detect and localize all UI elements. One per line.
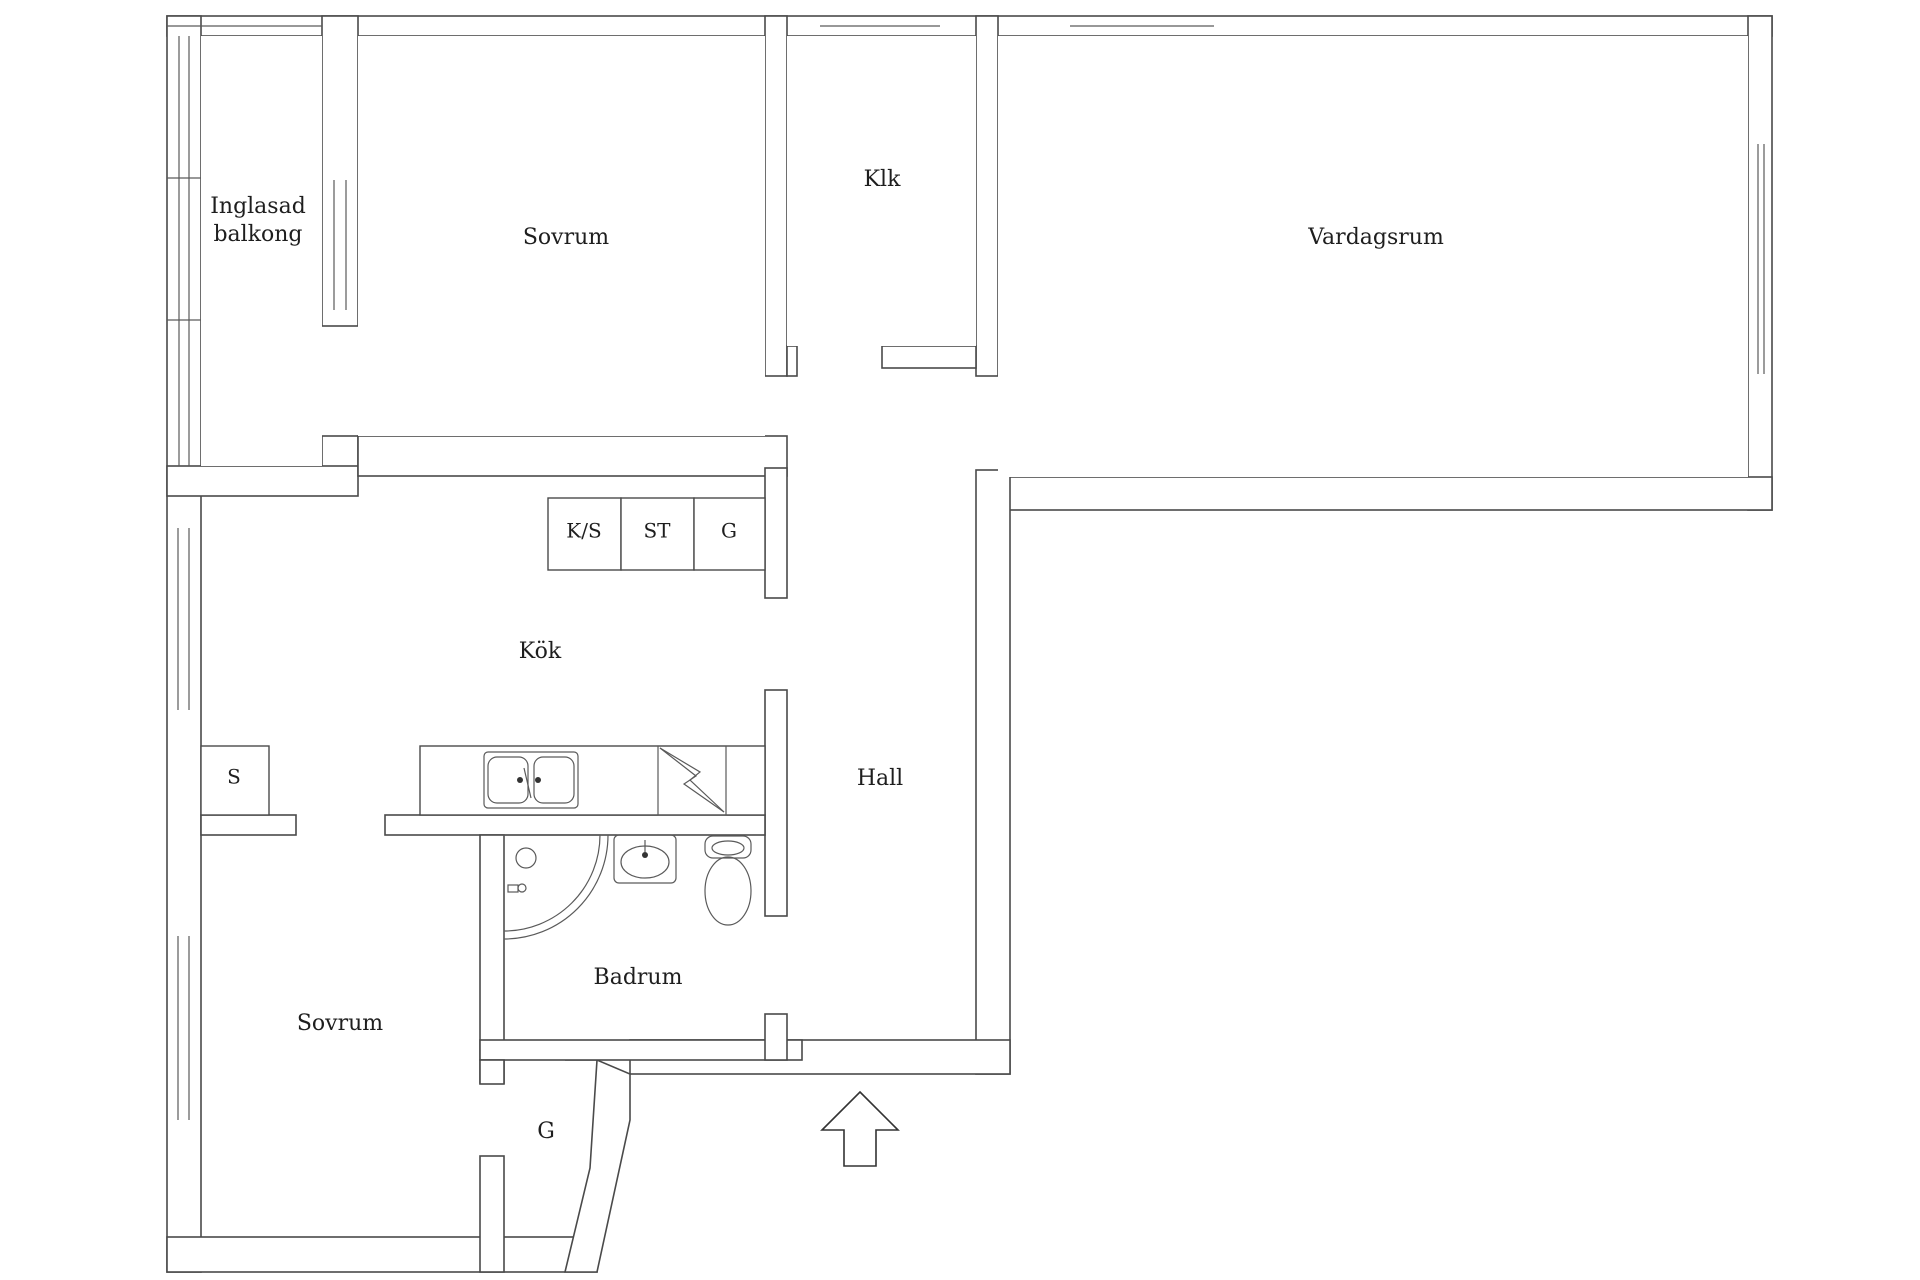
washbasin-icon — [613, 834, 677, 884]
room-label-bedroom-bottom: Sovrum — [297, 1011, 383, 1036]
fixture-label-kitchen-cabinet: G — [721, 519, 737, 543]
windows — [167, 25, 1765, 1120]
room-label-closet: Klk — [864, 167, 901, 192]
fixture-label-stove: ST — [643, 519, 671, 543]
room-label-wardrobe: G — [537, 1119, 555, 1144]
sink-icon — [483, 751, 579, 809]
kitchen-fixtures — [200, 497, 766, 816]
walls — [166, 15, 1773, 1273]
stove — [620, 497, 695, 571]
bathroom-fixtures — [503, 834, 752, 940]
shower-icon — [503, 834, 609, 940]
fridge-freezer — [547, 497, 622, 571]
fixture-label-fridge-freezer: K/S — [566, 519, 601, 543]
room-label-balcony-line2: balkong — [213, 222, 302, 247]
electrical-panel-icon — [657, 745, 727, 816]
kitchen-counter — [419, 745, 766, 816]
up-arrow-icon — [820, 1090, 900, 1167]
room-label-living-room: Vardagsrum — [1307, 225, 1444, 250]
toilet-icon — [704, 835, 752, 926]
fixture-label-kitchen-storage: S — [227, 765, 241, 789]
kitchen-cabinet — [693, 497, 766, 571]
room-label-balcony-line1: Inglasad — [210, 194, 306, 219]
room-label-bedroom-top: Sovrum — [523, 225, 609, 250]
room-interiors — [201, 36, 1748, 477]
room-label-bathroom: Badrum — [594, 965, 683, 990]
room-label-hall: Hall — [857, 766, 903, 791]
room-label-kitchen: Kök — [519, 639, 562, 664]
kitchen-storage — [200, 745, 270, 816]
